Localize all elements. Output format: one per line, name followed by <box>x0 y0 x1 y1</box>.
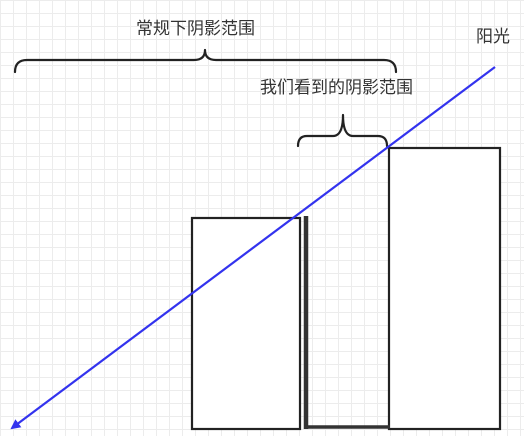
right-building <box>387 146 502 431</box>
left-building <box>190 216 302 431</box>
sun-ray-arrow <box>10 66 496 430</box>
brace-normal-shadow <box>13 48 398 74</box>
label-sunlight: 阳光 <box>476 27 510 47</box>
label-seen-shadow-range: 我们看到的阴影范围 <box>260 78 413 98</box>
brace-seen-shadow <box>296 113 389 148</box>
label-normal-shadow-range: 常规下阴影范围 <box>136 19 255 39</box>
